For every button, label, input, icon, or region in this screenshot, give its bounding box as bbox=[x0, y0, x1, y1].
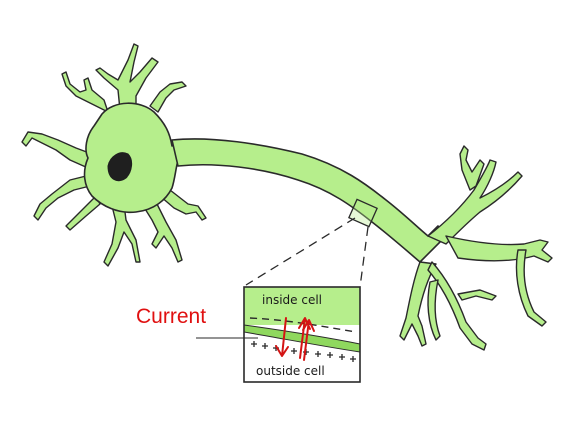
cell-body bbox=[83, 102, 183, 214]
zoom-indicator bbox=[245, 198, 378, 288]
inset-frame bbox=[243, 286, 361, 383]
inside-cell-label: inside cell bbox=[262, 293, 322, 307]
current-label: Current bbox=[136, 305, 207, 328]
current-arrow-up-2 bbox=[302, 319, 315, 361]
dendrites bbox=[21, 43, 207, 267]
membrane-inset bbox=[243, 286, 361, 383]
outside-cell-label: outside cell bbox=[256, 364, 325, 378]
zoom-source-box bbox=[348, 198, 378, 228]
zoom-line-right bbox=[359, 226, 369, 288]
neuron bbox=[21, 43, 553, 351]
current-arrow-down bbox=[275, 317, 289, 357]
current-arrows bbox=[275, 317, 315, 361]
nucleus bbox=[107, 152, 133, 182]
zoom-line-left bbox=[245, 217, 356, 286]
axon-terminals bbox=[399, 145, 553, 351]
axon bbox=[171, 138, 447, 263]
